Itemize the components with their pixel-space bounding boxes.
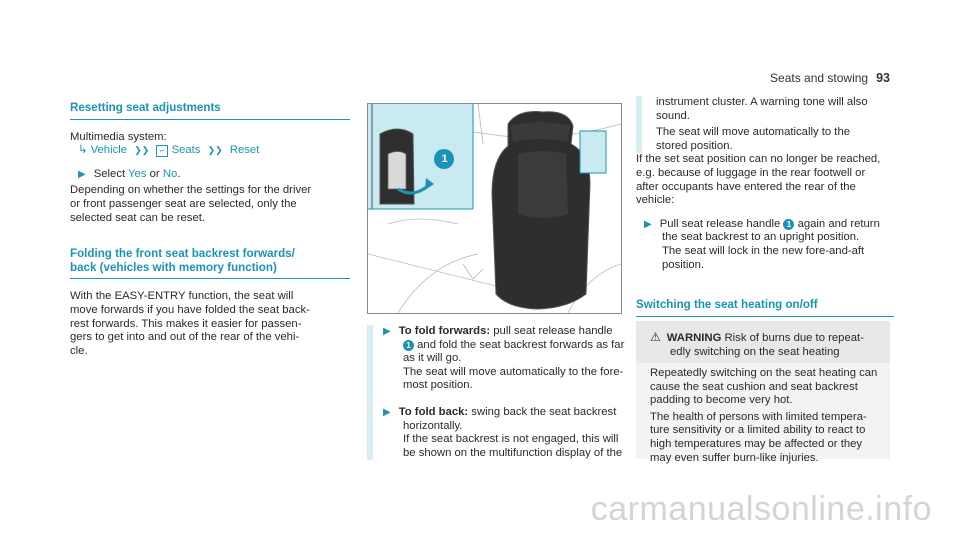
column-left: Resetting seat adjustments Multimedia sy… — [70, 101, 350, 358]
text-line: ture sensitivity or a limited ability to… — [650, 424, 866, 437]
system-label: Multimedia system: — [70, 130, 167, 143]
select-text: Select — [93, 167, 126, 180]
title-line: Folding the front seat backrest forwards… — [70, 247, 295, 261]
text-line: position. — [662, 258, 705, 271]
warning-label: WARNING — [666, 332, 722, 344]
option-no: No — [162, 167, 178, 180]
warning-content: ⚠ WARNING Risk of burns due to repeat- ed… — [650, 330, 886, 359]
text-line: vehicle: — [636, 194, 675, 207]
column-middle: ▶ To fold forwards: pull seat release han… — [367, 325, 631, 461]
reached-text: If the set seat position can no longer b… — [636, 153, 894, 207]
step-pull-release: ▶ Pull seat release handle 1 again and re… — [636, 218, 894, 232]
step-fold-back-cont: horizontally. If the seat backrest is no… — [381, 420, 631, 461]
text-line: The seat will move automatically to the … — [403, 365, 624, 378]
text-line: e.g. because of luggage in the rear foot… — [636, 166, 866, 179]
step-arrow-icon: ▶ — [644, 218, 652, 230]
text-line: cause the seat cushion and seat backrest — [650, 380, 858, 393]
text-line: With the EASY-ENTRY function, the seat w… — [70, 290, 294, 303]
text-line: cle. — [70, 344, 88, 357]
warning-triangle-icon: ⚠ — [650, 330, 661, 344]
callout-marker: 1 — [403, 339, 414, 351]
text-line: high temperatures may be affected or the… — [650, 437, 863, 450]
page-header: Seats and stowing 93 — [770, 71, 890, 85]
figure-callout: 1 — [441, 153, 448, 165]
text-line: If the seat backrest is not engaged, thi… — [403, 433, 619, 446]
option-yes: Yes — [128, 167, 147, 180]
text-run: swing back the seat backrest — [468, 405, 617, 418]
text-line: be shown on the multifunction display of… — [403, 446, 623, 459]
text-line: selected seat can be reset. — [70, 211, 206, 224]
text-run: and fold the seat backrest forwards as f… — [414, 338, 625, 351]
step-arrow-icon: ▶ — [383, 406, 391, 418]
return-arrow-icon: ↳ — [78, 144, 88, 157]
text-line: If the set seat position can no longer b… — [636, 153, 881, 166]
warning-body-text: Repeatedly switching on the seat heating… — [650, 367, 886, 465]
text-line: may even suffer burn-like injuries. — [650, 451, 819, 464]
text-run: pull seat release handle — [490, 325, 613, 337]
text-line: Depending on whether the settings for th… — [70, 184, 312, 197]
text-line: most position. — [403, 379, 473, 392]
text-line: gers to get into and out of the rear of … — [70, 331, 300, 344]
title-line: back (vehicles with memory function) — [70, 260, 277, 274]
section-header-title: Seats and stowing — [770, 71, 869, 85]
text-line: rest forwards. This makes it easier for … — [70, 317, 302, 330]
double-chevron-icon: ❯❯ — [134, 145, 150, 156]
text-line: or front passenger seat are selected, on… — [70, 197, 297, 210]
step-fold-forwards-cont: 1 and fold the seat backrest forwards as… — [381, 339, 631, 393]
seat-icon: ⌐ — [156, 145, 169, 158]
depending-text: Depending on whether the settings for th… — [70, 184, 350, 225]
text-line: Repeatedly switching on the seat heating… — [650, 367, 878, 379]
text-line: The seat will move automatically to the — [656, 126, 851, 139]
text-line: as it will go. — [403, 352, 462, 365]
step-fold-forwards: ▶ To fold forwards: pull seat release han… — [381, 325, 631, 339]
menu-path: ↳ Vehicle ❯❯ ⌐ Seats ❯❯ Reset — [70, 144, 350, 158]
step-fold-back: ▶ To fold back: swing back the seat backr… — [381, 406, 631, 420]
seat-illustration: 1 — [367, 103, 622, 314]
easy-entry-text: With the EASY-ENTRY function, the seat w… — [70, 290, 350, 358]
continued-box: instrument cluster. A warning tone will … — [636, 96, 894, 154]
warning-box: ⚠ WARNING Risk of burns due to repeat- ed… — [636, 321, 890, 464]
step-title: To fold back: — [398, 405, 469, 418]
double-chevron-icon: ❯❯ — [207, 145, 223, 156]
watermark: carmanualsonline.info — [590, 490, 932, 528]
text-line: horizontally. — [403, 419, 463, 432]
text-line: move forwards if you have folded the sea… — [70, 303, 310, 316]
step-arrow-icon: ▶ — [383, 326, 391, 337]
select-step: ▶ Select Yes or No. — [70, 168, 350, 182]
warning-paragraph: Repeatedly switching on the seat heating… — [650, 367, 886, 408]
text-run: again and return — [794, 217, 880, 230]
warning-header-cont: edly switching on the seat heating — [670, 345, 840, 358]
text-line: instrument cluster. A warning tone will … — [656, 96, 868, 108]
warning-header: ⚠ WARNING Risk of burns due to repeat- — [650, 330, 886, 346]
select-end: . — [177, 167, 181, 180]
text-run: Risk of burns due to repeat- — [721, 332, 864, 344]
path-vehicle: Vehicle — [90, 144, 128, 157]
text-line: sound. — [656, 109, 690, 122]
or-text: or — [149, 167, 160, 180]
text-line: after occupants have entered the rear of… — [636, 180, 856, 193]
text-line: the seat backrest to an upright position… — [662, 231, 860, 244]
page-number: 93 — [876, 71, 890, 85]
warning-paragraph: The health of persons with limited tempe… — [650, 411, 886, 465]
section-title-resetting: Resetting seat adjustments — [70, 101, 350, 120]
seat-drawing — [368, 104, 621, 313]
callout-marker: 1 — [783, 218, 795, 230]
section-title-seat-heating: Switching the seat heating on/off — [636, 298, 894, 317]
path-reset: Reset — [229, 144, 260, 157]
text-line: padding to become very hot. — [650, 394, 793, 407]
step-title: To fold forwards: — [398, 325, 491, 337]
text-run: Pull seat release handle — [659, 217, 784, 230]
path-seats: Seats — [171, 144, 201, 157]
text-line: The seat will lock in the new fore-and-a… — [662, 244, 865, 257]
warning-body: Repeatedly switching on the seat heating… — [636, 363, 890, 464]
continued-text-2: The seat will move automatically to the … — [656, 126, 894, 153]
text-line: stored position. — [656, 139, 733, 152]
step-pull-release-cont: the seat backrest to an upright position… — [636, 231, 894, 272]
continued-text: instrument cluster. A warning tone will … — [656, 96, 894, 123]
step-arrow-icon: ▶ — [78, 168, 86, 180]
text-line: The health of persons with limited tempe… — [650, 410, 867, 423]
section-title-folding: Folding the front seat backrest forwards… — [70, 247, 350, 280]
column-right: instrument cluster. A warning tone will … — [636, 96, 894, 317]
